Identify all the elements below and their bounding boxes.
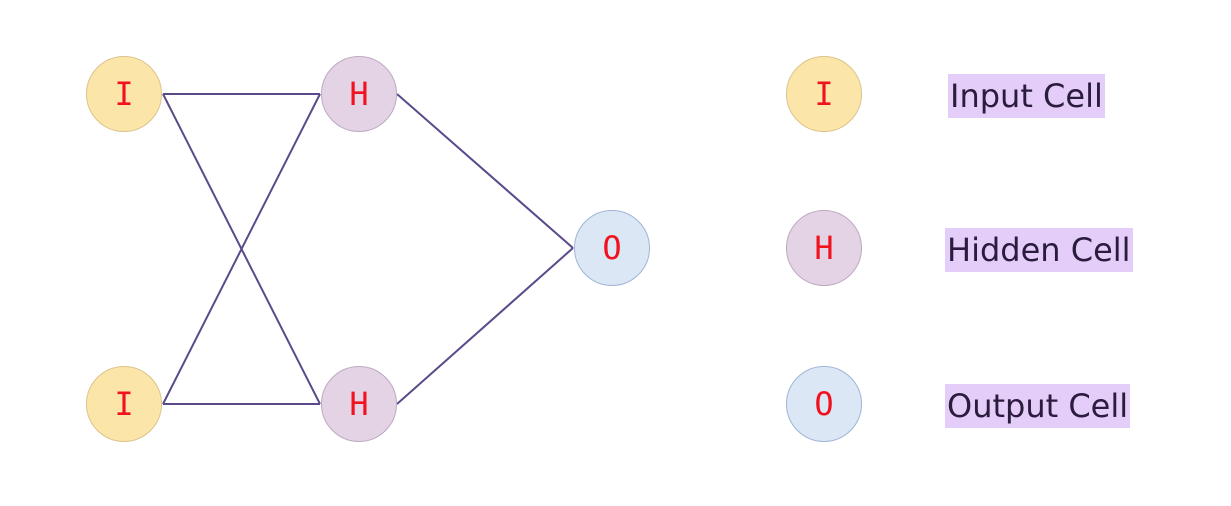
legend-output-label: Output Cell (945, 384, 1131, 428)
output-node: O (574, 210, 650, 286)
edge-hidden1-output (396, 93, 574, 249)
legend-input-symbol: I (786, 56, 862, 132)
input-node-1: I (86, 56, 162, 132)
input-node-2: I (86, 366, 162, 442)
legend-hidden-symbol: H (786, 210, 862, 286)
legend-hidden-label: Hidden Cell (945, 228, 1133, 272)
hidden-node-1: H (321, 56, 397, 132)
legend-output-symbol: O (786, 366, 862, 442)
hidden-node-2: H (321, 366, 397, 442)
edge-input2-hidden1 (162, 93, 321, 405)
edge-hidden2-output (396, 247, 574, 405)
legend-input-label: Input Cell (948, 74, 1105, 118)
